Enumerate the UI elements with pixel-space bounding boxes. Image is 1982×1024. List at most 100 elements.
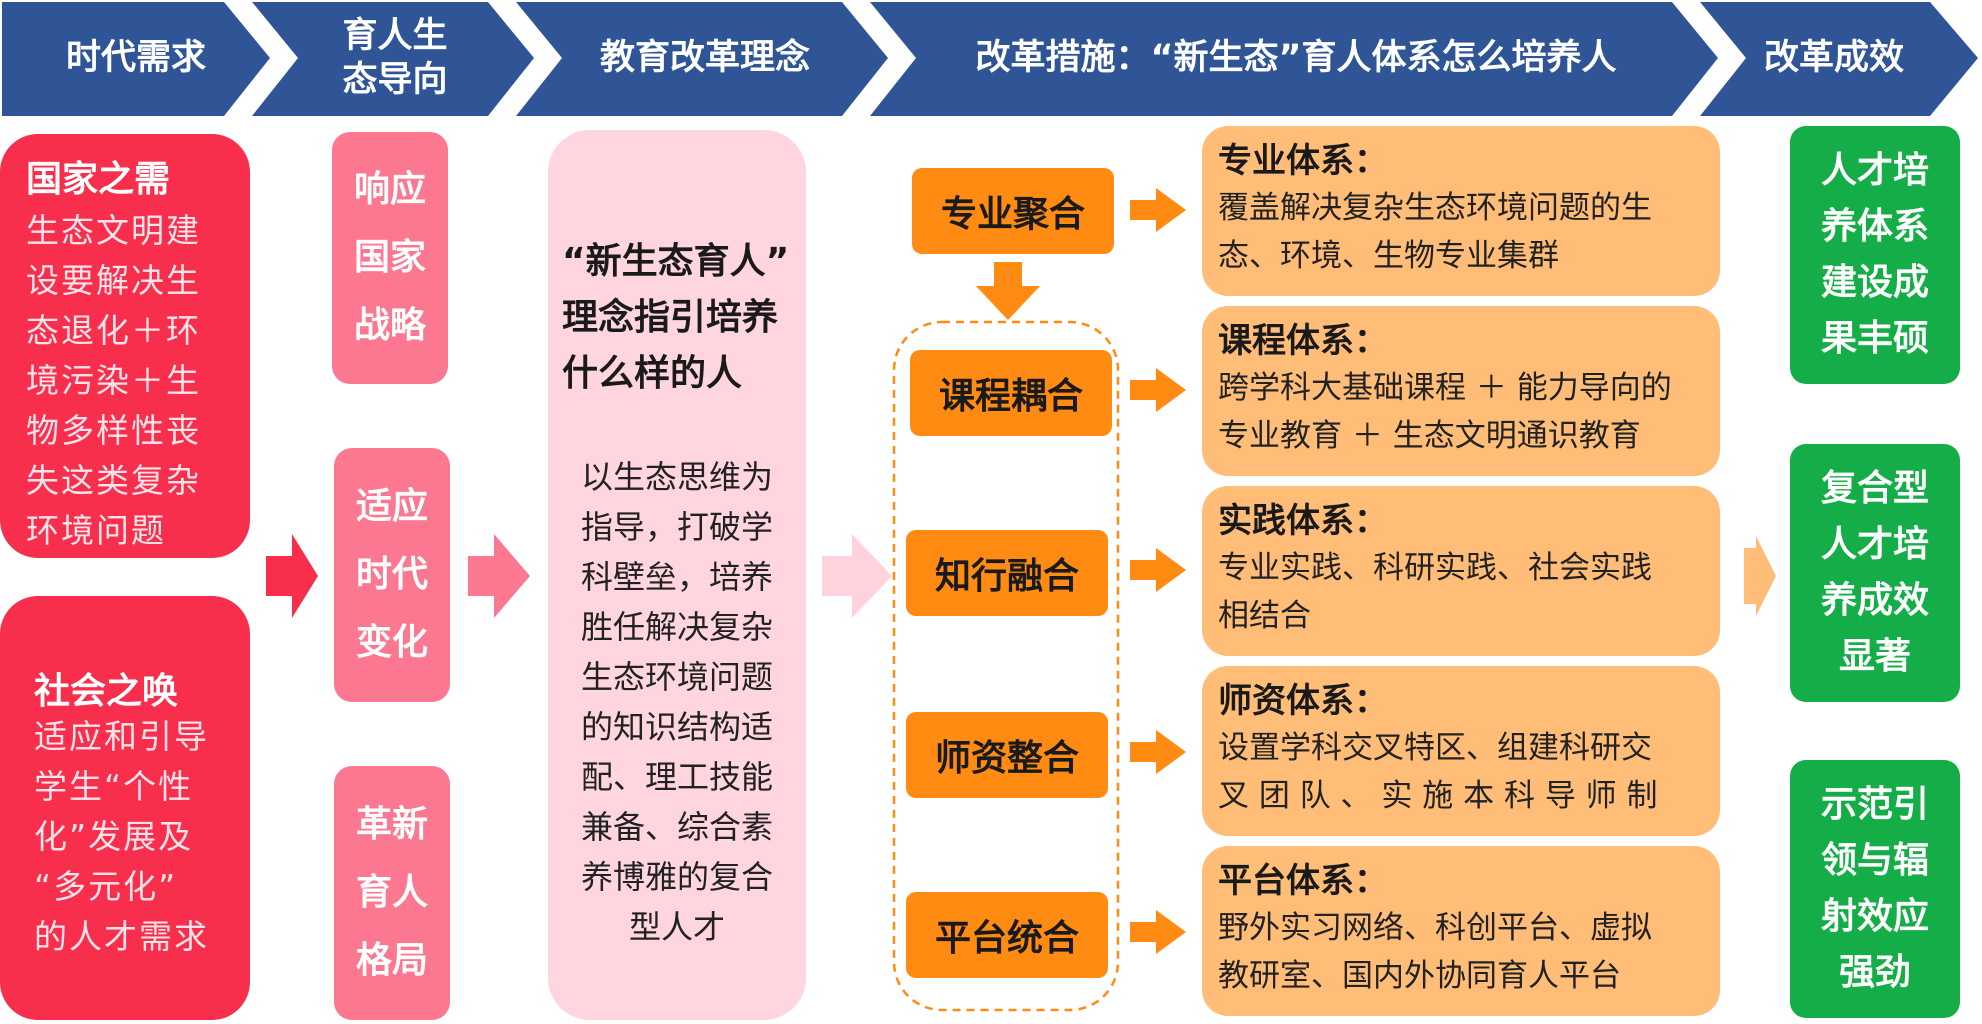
concept-title-line: “新生态育人”: [562, 241, 790, 282]
system-platform-line: 教研室、国内外协同育人平台: [1218, 958, 1621, 994]
orientation-3-line: 育人: [355, 872, 428, 913]
orientation-1-line: 战略: [353, 305, 426, 346]
national-need-line: 失这类复杂: [26, 461, 201, 500]
outcome-3-line: 强劲: [1838, 952, 1911, 993]
arrow-orientation-to-concept: [468, 534, 530, 618]
measure-major-aggregation: 专业聚合: [912, 168, 1114, 254]
measure-course-coupling: 课程耦合: [910, 350, 1112, 436]
measure-platform-unification: 平台统合: [906, 892, 1108, 978]
header-step-2-line2: 态导向: [342, 60, 448, 100]
national-need-body: 生态文明建 设要解决生 态退化＋环 境污染＋生 物多样性丧 失这类复杂 环境问题: [26, 206, 201, 556]
concept-box: “新生态育人” 理念指引培养 什么样的人 以生态思维为 指导，打破学 科壁垒，培…: [548, 130, 806, 1020]
header-step-3-label: 教育改革理念: [599, 38, 810, 78]
outcome-1-line: 建设成: [1820, 262, 1929, 303]
social-call-line: 的人才需求: [34, 917, 209, 956]
arrow-measure-to-system-3: [1130, 548, 1186, 592]
concept-body-line: 兼备、综合素: [580, 808, 773, 846]
system-practice-line: 相结合: [1218, 598, 1311, 634]
orientation-1-line: 响应: [353, 169, 426, 210]
system-major-line: 覆盖解决复杂生态环境问题的生: [1218, 190, 1652, 226]
social-call-line: 化”发展及: [34, 817, 194, 856]
header-chevron-bar: [2, 2, 1978, 116]
concept-body-line: 型人才: [628, 908, 725, 946]
concept-body-line: 的知识结构适: [580, 708, 773, 746]
arrow-down-from-major: [976, 262, 1040, 320]
orientation-3-line: 格局: [355, 940, 428, 981]
concept-body-line: 养博雅的复合: [580, 858, 773, 896]
orientation-3-line: 革新: [355, 804, 428, 845]
system-faculty: 师资体系： 设置学科交叉特区、组建科研交 叉 团 队 、 实 施 本 科 导 师…: [1202, 666, 1720, 836]
outcome-box-2: 复合型 人才培 养成效 显著: [1790, 444, 1960, 702]
system-practice-title: 实践体系：: [1218, 501, 1388, 541]
concept-body-line: 生态环境问题: [580, 658, 773, 696]
system-platform-line: 野外实习网络、科创平台、虚拟: [1218, 910, 1652, 946]
outcome-1-line: 果丰硕: [1820, 318, 1929, 359]
header-step-4-shape: [870, 2, 1718, 116]
system-practice: 实践体系： 专业实践、科研实践、社会实践 相结合: [1202, 486, 1720, 656]
concept-title-line: 理念指引培养: [562, 297, 779, 338]
concept-body-line: 胜任解决复杂: [580, 608, 773, 646]
measure-faculty-integration: 师资整合: [906, 712, 1108, 798]
outcome-2-line: 复合型: [1820, 468, 1929, 509]
national-need-line: 环境问题: [26, 511, 166, 550]
outcome-3-line: 领与辐: [1820, 840, 1929, 881]
social-call-title: 社会之唤: [34, 671, 179, 712]
header-step-1-label: 时代需求: [65, 38, 206, 78]
arrow-systems-to-outcomes: [1744, 536, 1776, 616]
system-platform: 平台体系： 野外实习网络、科创平台、虚拟 教研室、国内外协同育人平台: [1202, 846, 1720, 1016]
orientation-1-line: 国家: [353, 237, 426, 278]
system-course-title: 课程体系：: [1218, 321, 1388, 361]
national-need-line: 境污染＋生: [26, 361, 201, 400]
system-platform-title: 平台体系：: [1218, 861, 1388, 901]
arrow-concept-to-measures: [822, 534, 892, 618]
orientation-2-line: 变化: [355, 622, 428, 663]
arrow-measure-to-system-5: [1130, 910, 1186, 954]
social-call-line: 适应和引导: [34, 717, 209, 756]
header-step-1-shape: [2, 2, 270, 116]
system-course: 课程体系： 跨学科大基础课程 ＋ 能力导向的 专业教育 ＋ 生态文明通识教育: [1202, 306, 1720, 476]
concept-body: 以生态思维为 指导，打破学 科壁垒，培养 胜任解决复杂 生态环境问题 的知识结构…: [548, 452, 806, 952]
social-call-body: 适应和引导 学生“个性 化”发展及 “多元化” 的人才需求: [34, 712, 209, 962]
outcome-box-3: 示范引 领与辐 射效应 强劲: [1790, 760, 1960, 1018]
outcome-1-line: 人才培: [1820, 150, 1929, 191]
concept-body-line: 指导，打破学: [580, 508, 773, 546]
measure-knowledge-practice-fusion: 知行融合: [906, 530, 1108, 616]
outcome-1-line: 养体系: [1820, 206, 1929, 247]
system-practice-line: 专业实践、科研实践、社会实践: [1218, 550, 1652, 586]
outcome-2-line: 人才培: [1820, 524, 1929, 565]
national-need-line: 设要解决生: [26, 261, 201, 300]
concept-body-line: 以生态思维为: [580, 458, 773, 496]
header-step-4-label: 改革措施：“新生态”育人体系怎么培养人: [975, 38, 1617, 78]
orientation-box-1: 响应 国家 战略: [332, 132, 448, 384]
system-major: 专业体系： 覆盖解决复杂生态环境问题的生 态、环境、生物专业集群: [1202, 126, 1720, 296]
national-need-box: 国家之需 生态文明建 设要解决生 态退化＋环 境污染＋生 物多样性丧 失这类复杂…: [0, 134, 250, 558]
national-need-title: 国家之需: [26, 159, 171, 200]
arrow-measure-to-system-4: [1130, 730, 1186, 774]
system-faculty-title: 师资体系：: [1218, 681, 1388, 721]
system-major-line: 态、环境、生物专业集群: [1218, 238, 1559, 274]
national-need-line: 生态文明建: [26, 211, 201, 250]
social-call-line: “多元化”: [34, 867, 178, 906]
concept-title: “新生态育人” 理念指引培养 什么样的人: [562, 234, 812, 402]
orientation-box-3: 革新 育人 格局: [334, 766, 450, 1020]
header-step-2-shape: [252, 2, 534, 116]
header-step-5-shape: [1700, 2, 1978, 116]
header-step-2-label: 育人生 态导向: [300, 0, 490, 116]
concept-body-line: 配、理工技能: [580, 758, 773, 796]
system-faculty-line: 设置学科交叉特区、组建科研交: [1218, 730, 1652, 766]
outcome-box-1: 人才培 养体系 建设成 果丰硕: [1790, 126, 1960, 384]
system-course-line: 专业教育 ＋ 生态文明通识教育: [1218, 418, 1641, 454]
outcome-2-line: 养成效: [1820, 580, 1929, 621]
national-need-line: 物多样性丧: [26, 411, 201, 450]
social-call-line: 学生“个性: [34, 767, 194, 806]
arrow-measure-to-system-2: [1130, 368, 1186, 412]
outcome-2-line: 显著: [1838, 636, 1911, 677]
outcome-3-line: 射效应: [1820, 896, 1929, 937]
arrow-demand-to-orientation: [266, 534, 318, 618]
orientation-box-2: 适应 时代 变化: [334, 448, 450, 702]
system-major-title: 专业体系：: [1218, 141, 1388, 181]
header-step-3-shape: [516, 2, 888, 116]
concept-title-line: 什么样的人: [562, 353, 743, 394]
system-course-line: 跨学科大基础课程 ＋ 能力导向的: [1218, 370, 1672, 406]
orientation-2-line: 时代: [355, 554, 428, 595]
